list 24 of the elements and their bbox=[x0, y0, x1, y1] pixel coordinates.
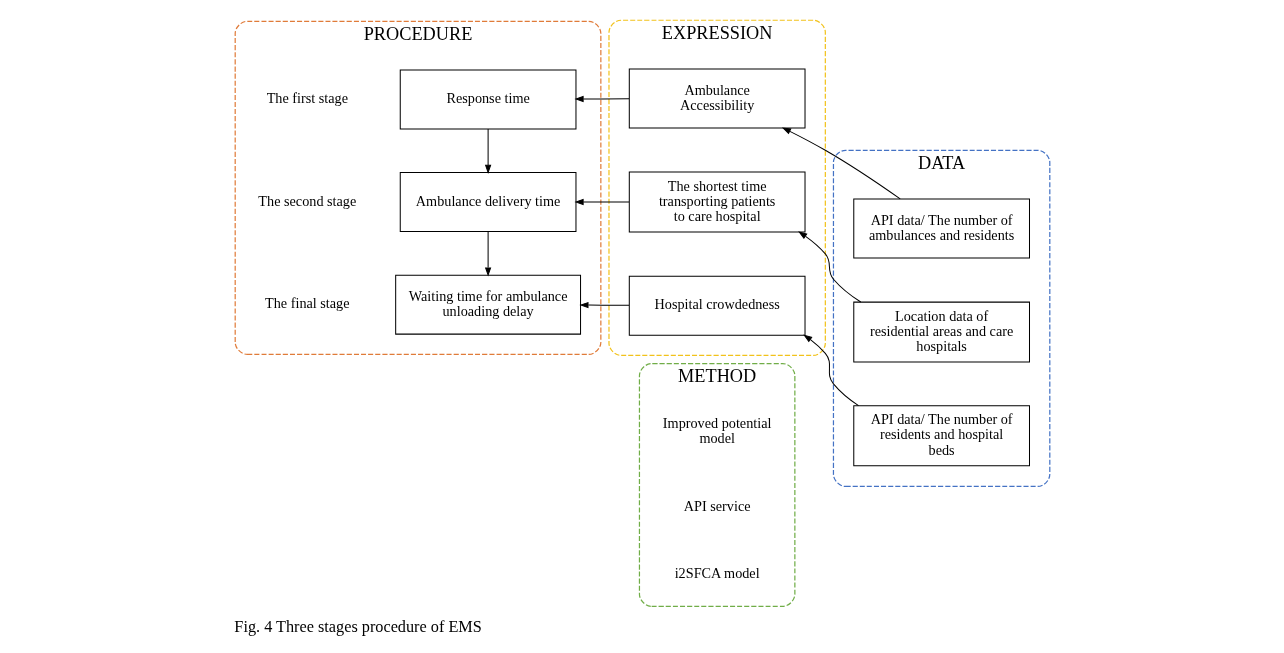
arrow bbox=[484, 128, 491, 174]
arrow bbox=[578, 301, 630, 309]
label: i2SFCA model bbox=[674, 564, 760, 581]
arrow bbox=[573, 198, 630, 206]
label: The second stage bbox=[257, 192, 356, 209]
node-box: Waiting time for ambulance unloading delay bbox=[394, 274, 581, 335]
caption: Fig. 4 Three stages procedure of EMS bbox=[233, 617, 482, 636]
arrow bbox=[781, 127, 901, 200]
node-box: API data/ The number of ambulances and residents bbox=[852, 198, 1030, 259]
node-box: Hospital crowdedness bbox=[628, 275, 806, 336]
arrow bbox=[802, 334, 859, 407]
arrow bbox=[797, 231, 861, 303]
arrow bbox=[573, 95, 630, 103]
node-box: The shortest time transporting patients to care hospital bbox=[628, 171, 806, 233]
label: API service bbox=[683, 497, 751, 514]
label: Improved potential model bbox=[662, 414, 771, 447]
node-box: Response time bbox=[399, 69, 576, 130]
node-box: Ambulance delivery time bbox=[399, 172, 576, 233]
label: The final stage bbox=[264, 295, 350, 312]
arrow bbox=[484, 231, 491, 277]
node-box: API data/ The number of residents and hospital beds bbox=[852, 405, 1030, 467]
node-box: Ambulance Accessibility bbox=[628, 68, 806, 129]
node-box: Location data of residential areas and care hospitals bbox=[852, 301, 1030, 363]
label: The first stage bbox=[266, 90, 348, 107]
